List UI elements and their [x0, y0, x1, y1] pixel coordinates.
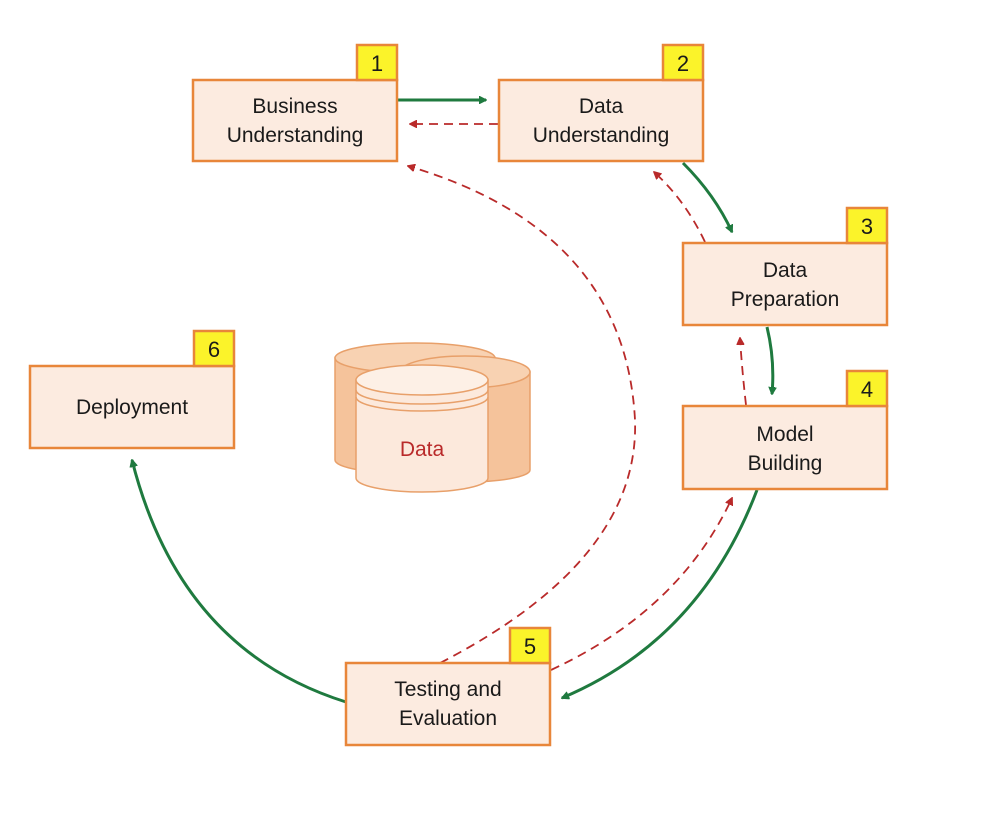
- step-label: Building: [748, 452, 823, 475]
- arrow-4-to-3: [740, 338, 747, 406]
- step-box: [681, 404, 889, 491]
- step-box: [681, 241, 889, 327]
- step-number: 3: [861, 214, 873, 239]
- arrow-3-to-2: [654, 172, 706, 243]
- flow-arrows: [132, 100, 773, 704]
- arrow-5-to-4: [550, 498, 732, 671]
- step-label: Understanding: [533, 124, 670, 147]
- step-model-building: 4 Model Building: [681, 369, 889, 491]
- data-store-label: Data: [400, 438, 445, 461]
- step-box: [28, 364, 236, 450]
- step-business-understanding: 1 Business Understanding: [191, 43, 399, 163]
- step-number-badge: [355, 43, 399, 82]
- arrow-3-to-4: [765, 326, 773, 394]
- step-label: Evaluation: [399, 707, 497, 730]
- step-testing-and-evaluation: 5 Testing and Evaluation: [344, 626, 552, 747]
- step-data-understanding: 2 Data Understanding: [497, 43, 705, 163]
- step-number: 5: [524, 634, 536, 659]
- step-label: Deployment: [76, 396, 188, 419]
- step-number-badge: [845, 206, 889, 245]
- step-deployment: 6 Deployment: [28, 329, 236, 450]
- step-label: Understanding: [227, 124, 364, 147]
- step-box: [497, 78, 705, 163]
- step-number-badge: [661, 43, 705, 82]
- step-number-badge: [845, 369, 889, 408]
- step-label: Data: [579, 95, 624, 118]
- step-number: 1: [371, 51, 383, 76]
- step-number: 6: [208, 337, 220, 362]
- step-label: Preparation: [731, 288, 840, 311]
- step-box: [344, 661, 552, 747]
- step-label: Testing and: [394, 678, 501, 701]
- step-label: Business: [252, 95, 337, 118]
- step-number-badge: [192, 329, 236, 368]
- step-label: Data: [763, 259, 808, 282]
- arrow-2-to-3: [681, 161, 734, 232]
- data-store-icon: Data: [334, 342, 531, 493]
- step-number-badge: [508, 626, 552, 665]
- step-number: 2: [677, 51, 689, 76]
- step-box: [191, 78, 399, 163]
- arrow-5-to-6: [132, 460, 347, 704]
- step-number: 4: [861, 377, 873, 402]
- step-label: Model: [756, 423, 813, 446]
- arrow-5-to-1: [408, 166, 636, 664]
- arrow-4-to-5: [562, 489, 759, 698]
- step-data-preparation: 3 Data Preparation: [681, 206, 889, 327]
